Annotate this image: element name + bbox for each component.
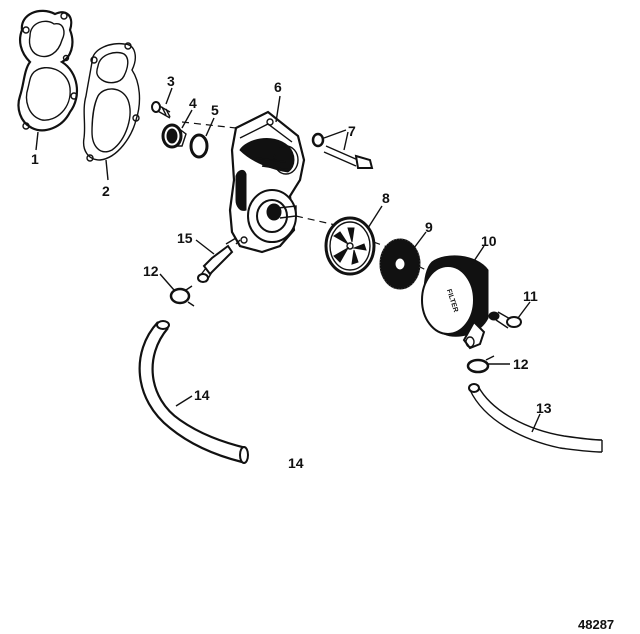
part-5-o-ring [189,133,209,159]
callout-15: 15 [177,230,193,246]
figure-number: 48287 [578,617,614,632]
part-14-hose [138,320,249,464]
callout-12-right: 12 [513,356,529,372]
callout-6: 6 [274,79,282,95]
callout-14-bottom: 14 [288,455,304,471]
leader-10 [471,245,485,265]
leader-2 [105,159,109,181]
part-12-hose-clamp-left [169,285,195,307]
part-7-bolt [311,132,374,169]
callout-3: 3 [167,73,175,89]
part-15-inlet-fitting [197,237,237,283]
leader-6 [275,95,281,123]
callout-1: 1 [31,151,39,167]
part-6-pump-body [228,110,306,254]
callout-8: 8 [382,190,390,206]
leader-12a [159,273,175,291]
leader-1 [35,131,39,151]
leader-5 [205,117,215,137]
callout-4: 4 [189,95,197,111]
part-11-fitting [488,311,522,329]
leader-3 [165,87,173,105]
leader-7 [323,129,349,151]
leader-13 [531,413,541,433]
callout-7: 7 [348,123,356,139]
leader-8 [367,205,383,229]
callout-9: 9 [425,219,433,235]
callout-14-hose: 14 [194,387,210,403]
part-9-filter-screen [379,238,421,290]
part-12-hose-clamp-right [466,355,495,374]
callout-5: 5 [211,102,219,118]
leader-11 [517,301,531,319]
part-1-gasket [17,9,79,132]
leader-9 [413,231,427,249]
part-4-valve [161,123,187,149]
callout-2: 2 [102,183,110,199]
callout-12-left: 12 [143,263,159,279]
callout-11: 11 [523,288,538,304]
leader-15 [195,239,215,255]
part-8-diaphragm [324,216,376,276]
leader-14 [175,395,193,407]
leader-4 [181,109,193,129]
callout-10: 10 [481,233,497,249]
part-3-screw [151,101,171,119]
part-2-gasket [82,42,141,162]
callout-13: 13 [536,400,552,416]
part-13-hose [468,383,603,453]
part-10-filter-bowl: FILTER [421,255,489,350]
